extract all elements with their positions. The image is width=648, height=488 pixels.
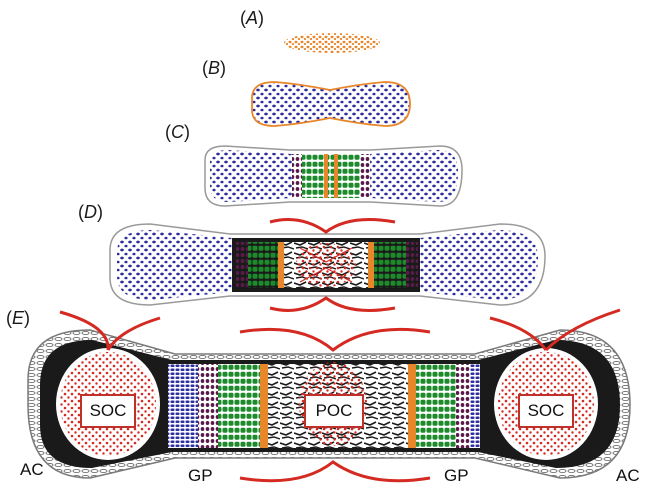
stage-label-d: (D)	[78, 202, 103, 223]
soc-right-label: SOC	[518, 394, 574, 428]
gp-right-label: GP	[444, 466, 469, 486]
ac-left-label: AC	[20, 460, 44, 480]
stage-b-anlage	[252, 82, 410, 126]
stage-c-hypertrophy	[205, 146, 462, 206]
ac-right-label: AC	[616, 466, 640, 486]
stage-label-e: (E)	[6, 308, 30, 329]
stage-d-poc	[110, 220, 545, 311]
stage-a-condensation	[284, 33, 380, 53]
poc-label: POC	[304, 394, 364, 428]
stage-label-a: (A)	[240, 8, 264, 29]
soc-left-label: SOC	[80, 394, 136, 428]
stage-label-b: (B)	[202, 58, 226, 79]
stage-label-c: (C)	[165, 122, 190, 143]
gp-left-label: GP	[188, 466, 213, 486]
